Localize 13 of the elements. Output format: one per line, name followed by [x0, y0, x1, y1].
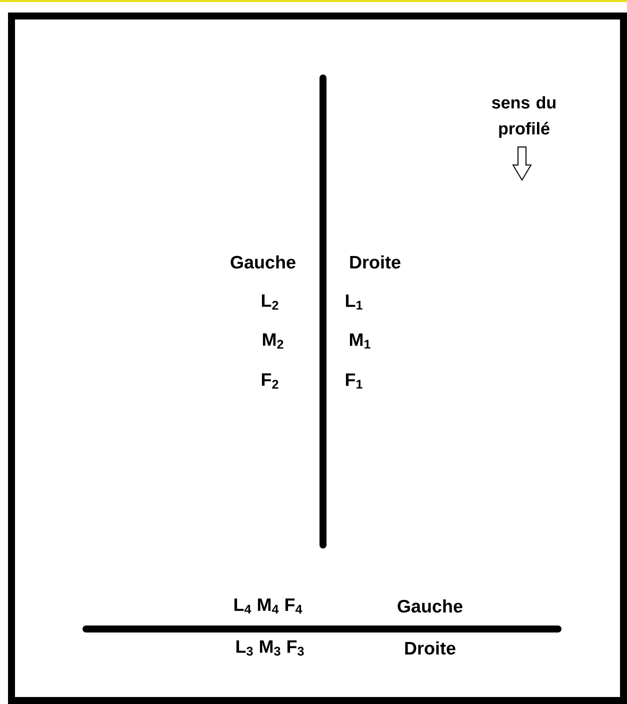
label: Droite: [405, 641, 456, 655]
label: M$_{1}$: [350, 333, 370, 349]
label: Droite: [350, 255, 400, 269]
label: F$_{2}$: [262, 373, 278, 389]
label: L$_{4}$ M$_{4}$ F$_{4}$: [234, 598, 302, 614]
label: L$_{3}$ M$_{3}$ F$_{3}$: [236, 640, 304, 656]
label: F$_{1}$: [346, 373, 362, 389]
label: L$_{2}$: [262, 294, 278, 310]
label: Gauche: [230, 255, 296, 269]
label: L$_{1}$: [346, 294, 362, 310]
label: M$_{2}$: [262, 333, 284, 349]
direction-note: sens du profilé: [492, 96, 556, 138]
label: Gauche: [398, 599, 462, 613]
